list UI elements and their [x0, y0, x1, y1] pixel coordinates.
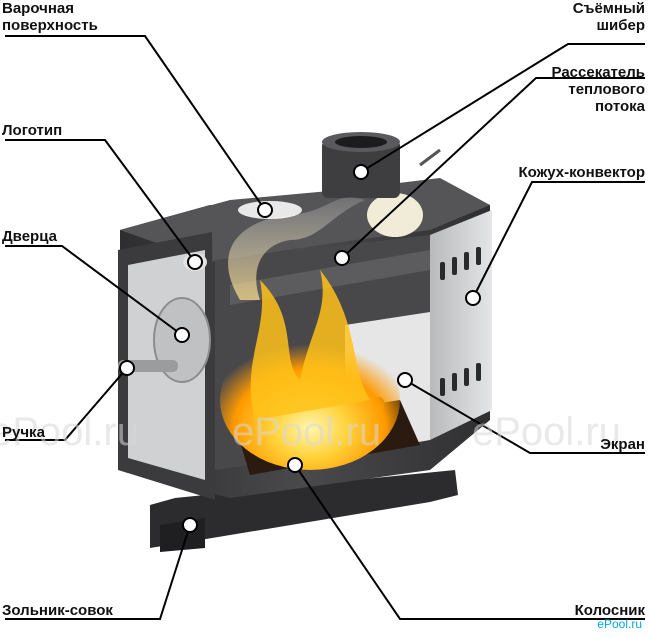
damper-rod — [419, 148, 441, 167]
leader-logo — [5, 139, 196, 263]
leader-screen — [404, 379, 645, 454]
label-damper: Съёмный шибер — [572, 0, 645, 34]
leader-cooktop — [5, 35, 266, 211]
chimney-hole — [335, 136, 387, 148]
leader-handle — [5, 367, 128, 441]
label-convector: Кожух-конвектор — [518, 164, 646, 181]
label-ashpan: Зольник-совок — [2, 602, 113, 619]
leader-ashpan — [5, 524, 191, 620]
leader-deflector — [341, 77, 645, 259]
convector-panel — [430, 210, 492, 440]
watermark-right: ePool.ru — [472, 410, 621, 454]
label-screen: Экран — [600, 436, 645, 453]
leader-lines — [5, 35, 645, 620]
leader-damper — [360, 43, 645, 173]
label-handle: Ручка — [2, 424, 45, 441]
leader-door — [5, 245, 183, 336]
leader-grate — [294, 464, 645, 620]
heat-deflector — [230, 250, 430, 305]
deflector-opening — [367, 193, 423, 237]
label-grate: Колосник — [574, 602, 645, 619]
marker-dots — [119, 164, 481, 533]
label-logo: Логотип — [2, 122, 63, 139]
convector-slots — [440, 247, 481, 396]
label-door: Дверца — [2, 228, 57, 245]
watermark-left: ePool.ru — [0, 410, 139, 454]
credit-text: ePool.ru — [597, 617, 642, 631]
stove-base — [150, 470, 458, 548]
leader-convector — [472, 181, 645, 299]
flame — [250, 270, 370, 420]
hot-air-swirl — [228, 197, 365, 300]
label-cooktop: Варочная поверхность — [2, 0, 98, 34]
label-deflector: Рассекатель теплового потока — [551, 64, 645, 115]
watermark-center: ePool.ru — [232, 410, 381, 454]
